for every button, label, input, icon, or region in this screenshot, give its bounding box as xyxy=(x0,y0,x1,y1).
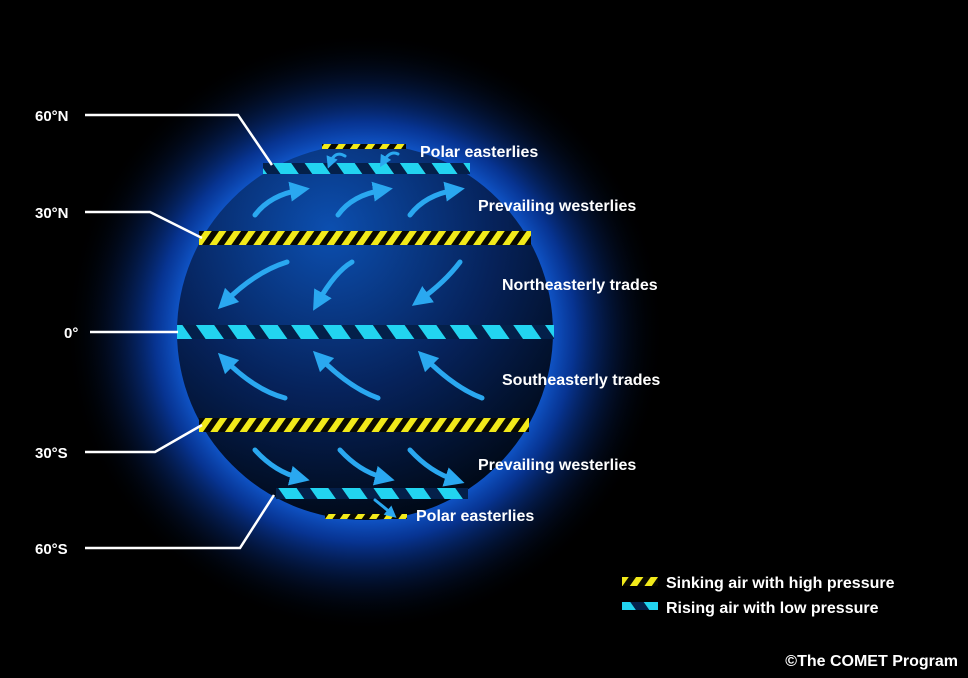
latitude-label-equator: 0° xyxy=(64,325,78,342)
legend-rising-swatch xyxy=(622,602,658,610)
rising-band-equator xyxy=(177,325,554,339)
wind-arrow-ne-trade xyxy=(313,259,355,311)
rising-band-60s xyxy=(276,488,468,499)
wind-arrow-westerly-south xyxy=(337,447,395,486)
sinking-band-30s xyxy=(199,418,529,432)
wind-label-polar-easterlies-south: Polar easterlies xyxy=(416,508,534,525)
wind-label-westerlies-north: Prevailing westerlies xyxy=(478,198,636,215)
leader-line-30n xyxy=(85,210,203,240)
wind-arrow-ne-trade xyxy=(217,259,290,310)
wind-arrow-se-trade xyxy=(217,352,288,401)
latitude-label-60s: 60°S xyxy=(35,541,68,558)
latitude-label-60n: 60°N xyxy=(35,108,69,125)
leader-line-30s xyxy=(85,423,203,454)
wind-arrow-polar-south xyxy=(373,498,397,518)
rising-band-60n xyxy=(263,163,470,174)
wind-label-southeasterly-trades: Southeasterly trades xyxy=(502,372,660,389)
wind-arrow-westerly-south xyxy=(407,447,465,487)
wind-arrow-polar-north xyxy=(379,151,400,168)
wind-arrow-westerly-north xyxy=(335,181,393,218)
leader-line-60s xyxy=(85,494,276,550)
latitude-label-30s: 30°S xyxy=(35,445,68,462)
wind-label-westerlies-south: Prevailing westerlies xyxy=(478,457,636,474)
wind-arrow-westerly-north xyxy=(252,181,310,218)
wind-arrow-polar-north xyxy=(326,152,347,169)
wind-arrow-westerly-north xyxy=(407,181,465,218)
sinking-band-30n xyxy=(199,231,531,245)
wind-arrow-se-trade xyxy=(312,350,381,401)
leader-line-60n xyxy=(85,113,274,166)
wind-label-northeasterly-trades: Northeasterly trades xyxy=(502,277,658,294)
legend-sinking-swatch xyxy=(622,577,658,586)
wind-arrow-se-trade xyxy=(417,350,485,401)
legend-rising-label: Rising air with low pressure xyxy=(666,600,879,617)
credit-text: ©The COMET Program xyxy=(785,653,958,670)
wind-arrow-ne-trade xyxy=(411,259,463,306)
wind-label-polar-easterlies-north: Polar easterlies xyxy=(420,144,538,161)
latitude-label-30n: 30°N xyxy=(35,205,69,222)
legend-sinking-label: Sinking air with high pressure xyxy=(666,575,895,592)
wind-arrow-westerly-south xyxy=(252,447,310,486)
sinking-band-polar-south xyxy=(325,514,407,519)
sinking-band-polar-north xyxy=(322,144,406,149)
